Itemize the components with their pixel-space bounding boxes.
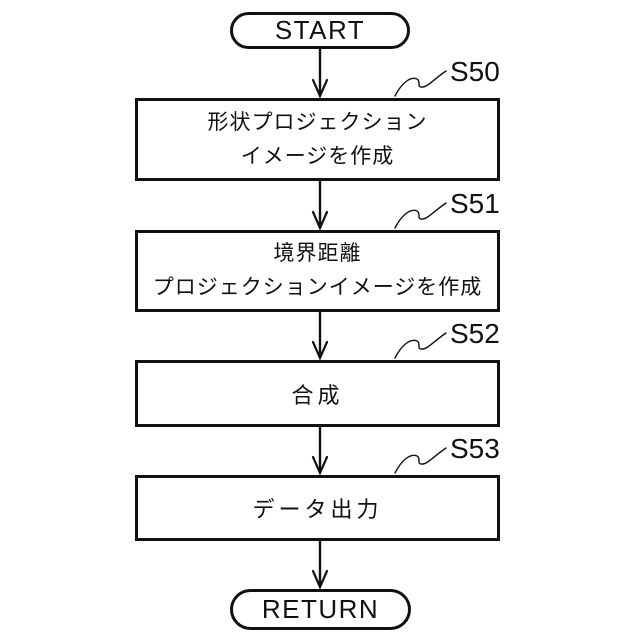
start-terminal-label: START bbox=[274, 15, 366, 45]
step-box-s51-line2: プロジェクションイメージを作成 bbox=[152, 276, 483, 299]
step-box-s52-line1: 合成 bbox=[291, 382, 344, 408]
leader-squiggle-s50 bbox=[394, 70, 447, 97]
step-box-s50-line1: 形状プロジェクション bbox=[207, 110, 428, 134]
leader-squiggle-s52 bbox=[394, 332, 447, 359]
step-box-s51: 境界距離 プロジェクションイメージを作成 bbox=[135, 230, 500, 312]
leader-squiggle-s51 bbox=[394, 202, 447, 229]
step-label-s51: S51 bbox=[450, 188, 500, 219]
step-box-s51-line1: 境界距離 bbox=[273, 242, 362, 265]
step-label-s50: S50 bbox=[450, 56, 500, 87]
return-terminal-label: RETURN bbox=[261, 594, 380, 624]
step-box-s50: 形状プロジェクション イメージを作成 bbox=[135, 98, 500, 181]
return-terminal: RETURN bbox=[230, 589, 411, 630]
start-terminal: START bbox=[230, 12, 410, 49]
flow-arrow-s53-to-return bbox=[311, 541, 329, 590]
step-box-s52: 合成 bbox=[135, 360, 500, 427]
step-label-s52: S52 bbox=[450, 318, 500, 349]
flow-arrow-start-to-s50 bbox=[311, 49, 329, 99]
step-label-s53: S53 bbox=[450, 433, 500, 464]
flow-arrow-s51-to-s52 bbox=[311, 312, 329, 361]
step-box-s50-line2: イメージを作成 bbox=[240, 144, 395, 168]
flow-arrow-s52-to-s53 bbox=[311, 427, 329, 476]
flow-arrow-s50-to-s51 bbox=[311, 181, 329, 231]
step-box-s53: データ出力 bbox=[135, 475, 500, 541]
step-box-s53-line1: データ出力 bbox=[252, 497, 383, 522]
leader-squiggle-s53 bbox=[394, 447, 447, 474]
